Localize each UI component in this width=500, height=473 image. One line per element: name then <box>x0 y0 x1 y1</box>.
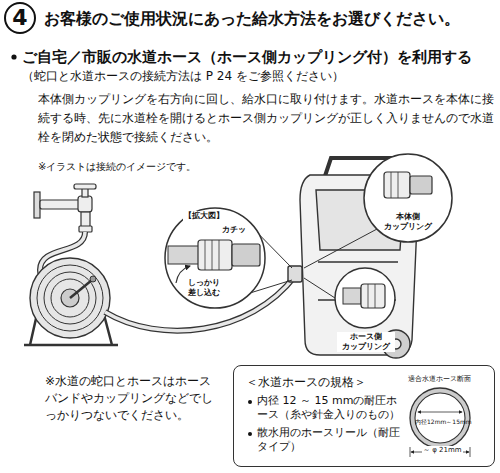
coupling-label: 本体側 カップリング <box>383 212 433 232</box>
step-number: 4 <box>4 2 36 34</box>
reference-note: （蛇口と水道ホースの接続方法は P 24 をご参照ください） <box>22 68 344 84</box>
pressure-washer <box>288 158 418 358</box>
coupling-label: ホース側 カップリング <box>337 332 395 352</box>
coupling-detail <box>364 154 452 242</box>
leader-line-part <box>304 229 377 268</box>
dimension-label: 内径12mm～15mm <box>415 418 472 426</box>
coupling-detail-part <box>391 172 398 198</box>
coupling-detail-part <box>368 284 375 308</box>
bullet-dot <box>11 54 16 59</box>
spec-heading: ＜水道ホースの規格＞ <box>246 374 406 390</box>
spec-item: 散水用のホースリール（耐圧タイプ） <box>246 426 407 454</box>
coupling-detail-part <box>335 268 395 328</box>
section-title: 適合水道ホース断面 <box>408 375 471 384</box>
spec-item: 内径 12 ～ 15 mmの耐圧ホース（糸や針金入りのもの） <box>246 394 407 422</box>
instruction-text: 本体側カップリングを右方向に回し、給水口に取り付けます。水道ホースを本体に接続す… <box>38 90 496 147</box>
coupling-detail <box>335 268 395 328</box>
coupling-detail-part <box>410 176 432 194</box>
step-number-text: 4 <box>12 7 27 29</box>
leader-line-part <box>304 278 335 298</box>
connection-note: ※水道の蛇口とホースはホースバンドやカップリングなどでしっかりつないでください。 <box>45 373 221 424</box>
zoom-circle-part <box>176 266 190 283</box>
zoom-circle-part <box>168 246 200 264</box>
coupling-detail-part <box>364 154 452 242</box>
hose-reel-part <box>44 272 96 324</box>
hose-reel-part <box>37 265 103 331</box>
zoom-circle-part <box>165 208 265 308</box>
zoom-circle-part <box>205 240 219 270</box>
zoom-circle-part <box>198 240 232 270</box>
dimension-label: ～ φ 21mm <box>422 446 463 455</box>
bullet-dot <box>248 432 252 436</box>
hose-section-part <box>418 412 462 413</box>
bullet-dot <box>248 400 252 404</box>
pressure-washer-part <box>288 266 302 282</box>
hose-section-part <box>410 447 470 457</box>
zoom-label: 【拡大図】 <box>183 211 225 221</box>
faucet-part <box>79 226 92 232</box>
zoom-circle <box>165 208 265 308</box>
faucet-part <box>78 196 92 212</box>
insert-instruction: しっかり 差し込む <box>188 278 228 298</box>
hose-reel-part <box>70 280 92 298</box>
faucet <box>34 184 96 232</box>
coupling-detail-part <box>343 288 361 304</box>
faucet-part <box>40 200 80 209</box>
faucet-part <box>34 192 40 218</box>
zoom-circle-part <box>232 244 260 266</box>
spec-item-text: 内径 12 ～ 15 mmの耐圧ホース（糸や針金入りのもの） <box>257 394 407 422</box>
faucet-part <box>74 184 96 189</box>
page-title: お客様のご使用状況にあった給水方法をお選びください。 <box>44 9 460 29</box>
click-sound: カチッ <box>222 225 246 235</box>
hose-reel-part <box>30 258 110 338</box>
hose-reel-part <box>90 276 96 282</box>
coupling-detail-part <box>384 172 410 198</box>
spec-item-text: 散水用のホースリール（耐圧タイプ） <box>257 426 407 454</box>
coupling-detail-part <box>361 284 385 308</box>
illustration-note: ※イラストは接続のイメージです。 <box>38 160 196 173</box>
hose-reel <box>24 258 118 345</box>
section-heading: ご自宅／市販の水道ホース（ホース側カップリング付）を利用する <box>22 47 472 67</box>
